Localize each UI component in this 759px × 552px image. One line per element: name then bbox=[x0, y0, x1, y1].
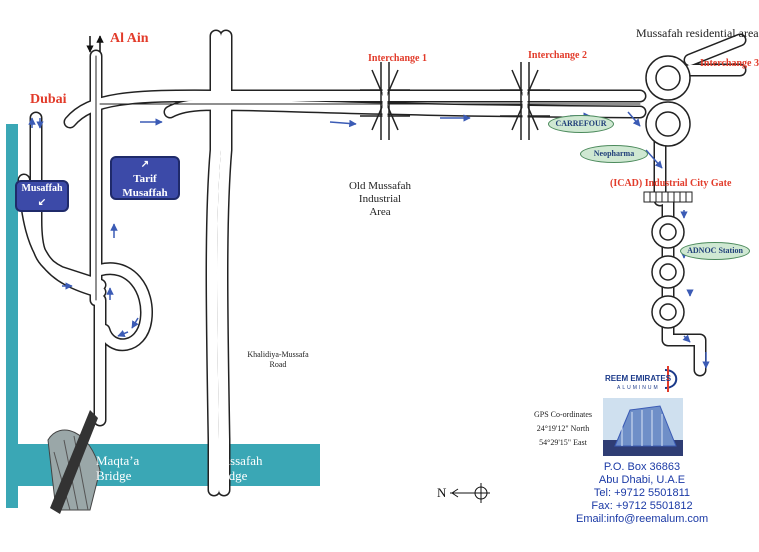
north-arrow-icon bbox=[86, 35, 104, 53]
mussafah-bridge-line-1: Mussafah bbox=[212, 453, 263, 468]
compass-cross-icon bbox=[450, 483, 490, 503]
sign-arrow-icon: ↙ bbox=[37, 197, 47, 208]
interchange-2-label: Interchange 2 bbox=[528, 50, 587, 61]
khalidiya-line-1: Khalidiya-Mussafa bbox=[247, 350, 309, 359]
tel-text: Tel: +9712 5501811 bbox=[593, 487, 691, 499]
water-channel-vertical bbox=[6, 124, 18, 508]
musaffah-sign-text: Musaffah bbox=[21, 183, 63, 194]
company-name-logo: REEM EMIRATES bbox=[605, 374, 672, 383]
gps-east: 54°29'15" East bbox=[539, 438, 587, 447]
icad-gate-icon bbox=[643, 191, 693, 203]
old-mussafah-area-label: Old Mussafah Industrial Area bbox=[340, 180, 420, 219]
gps-north: 24°19'12" North bbox=[536, 424, 590, 433]
north-marker-label: N bbox=[437, 485, 447, 500]
interchange-2-junction bbox=[500, 62, 550, 140]
icad-gate-label: (ICAD) Industrial City Gate bbox=[610, 178, 732, 189]
adnoc-station-landmark: ADNOC Station bbox=[680, 242, 750, 260]
email-link[interactable]: Email:info@reemalum.com bbox=[576, 513, 709, 525]
khalidiya-road-label: Khalidiya-Mussafa Road bbox=[238, 350, 318, 370]
po-box-text: P.O. Box 36863 bbox=[603, 461, 681, 473]
roundabouts bbox=[645, 55, 691, 329]
dubai-label: Dubai bbox=[30, 92, 67, 107]
interchange-1-label: Interchange 1 bbox=[368, 53, 427, 64]
old-mussafah-line-1: Old Mussafah bbox=[348, 180, 412, 192]
al-ain-label: Al Ain bbox=[110, 31, 149, 46]
fax-text: Fax: +9712 5501812 bbox=[591, 500, 693, 512]
mussafah-bridge-label: Mussafah Bridge bbox=[212, 453, 263, 483]
carrefour-landmark: CARREFOUR bbox=[548, 115, 614, 133]
neopharma-landmark: Neopharma bbox=[580, 145, 648, 163]
maqta-line-2: Bridge bbox=[96, 468, 132, 483]
sign-arrow-icon: ↗ bbox=[140, 159, 150, 170]
gps-title: GPS Co-ordinates bbox=[534, 410, 592, 419]
gps-coordinates-block: GPS Co-ordinates 24°19'12" North 54°29'1… bbox=[528, 408, 598, 450]
musaffah-road-sign: Musaffah ↙ bbox=[15, 180, 69, 212]
tarif-sign-line-2: Musaffah bbox=[122, 187, 168, 199]
mussafah-bridge-line-2: Bridge bbox=[212, 468, 248, 483]
company-sub-logo: ALUMINUM bbox=[617, 385, 660, 391]
tarif-musaffah-road-sign: ↗ Tarif Musaffah bbox=[110, 156, 180, 200]
old-mussafah-line-2: Industrial bbox=[358, 193, 402, 205]
maqta-bridge-label: Maqta’a Bridge bbox=[96, 453, 139, 483]
interchange-3-label: Interchange 3 bbox=[700, 58, 759, 69]
residential-area-label: Mussafah residential area bbox=[636, 26, 759, 40]
old-mussafah-line-3: Area bbox=[369, 206, 391, 218]
khalidiya-line-2: Road bbox=[269, 360, 287, 369]
tarif-sign-line-1: Tarif bbox=[133, 173, 157, 185]
maqta-line-1: Maqta’a bbox=[96, 453, 140, 468]
interchange-1-junction bbox=[360, 62, 410, 140]
maqta-bridge-structure bbox=[47, 410, 101, 514]
city-text: Abu Dhabi, U.A.E bbox=[598, 474, 686, 486]
reem-logo-icon bbox=[664, 366, 678, 392]
company-building-image bbox=[603, 398, 683, 456]
contact-block: P.O. Box 36863 Abu Dhabi, U.A.E Tel: +97… bbox=[576, 461, 708, 526]
